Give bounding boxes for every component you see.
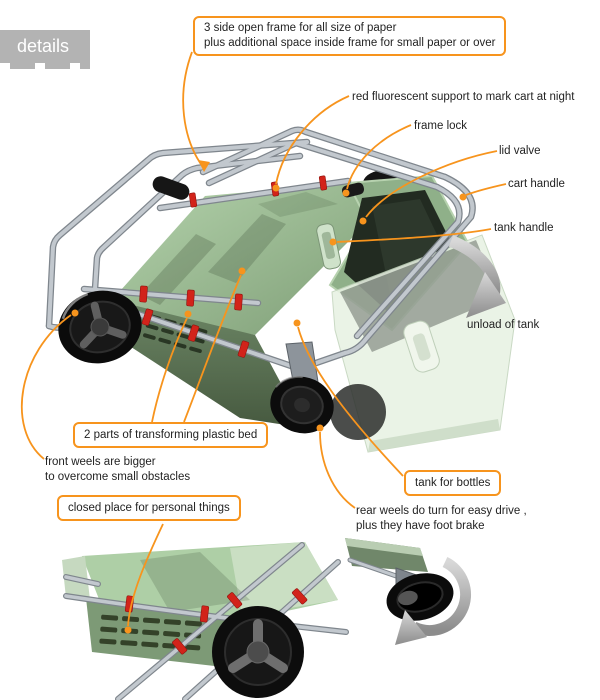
detail-inset-wheel (212, 606, 304, 698)
tank-handle-part (316, 223, 341, 270)
leader-dots (71, 160, 467, 634)
callout-rear-wheels: rear weels do turn for easy drive , plus… (356, 504, 527, 534)
details-tab: details (0, 30, 90, 63)
rotate-arrow-icon (395, 557, 471, 645)
callout-cart-handle: cart handle (508, 178, 565, 190)
callout-frame-note-line2: plus additional space inside frame for s… (204, 37, 496, 49)
callout-unload-tank: unload of tank (467, 319, 540, 331)
leader-lines (21, 51, 507, 627)
detail-inset-caster (345, 538, 471, 645)
callout-tank-handle: tank handle (494, 222, 554, 234)
callout-red-support: red fluorescent support to mark cart at … (352, 91, 575, 103)
details-tab-notch (45, 63, 70, 69)
callout-front-wheels-line2: to overcome small obstacles (45, 471, 191, 483)
callout-frame-note: 3 side open frame for all size of paper … (193, 16, 507, 56)
callout-plastic-bed: 2 parts of transforming plastic bed (73, 422, 269, 448)
front-wheel (58, 290, 142, 364)
callout-personal-storage: closed place for personal things (57, 495, 241, 521)
callout-front-wheels: front weels are bigger to overcome small… (45, 455, 190, 485)
details-tab-notch (80, 63, 90, 69)
callout-lid-valve: lid valve (499, 145, 541, 157)
callout-tank-bottles: tank for bottles (404, 470, 502, 496)
callout-frame-note-line1: 3 side open frame for all size of paper (204, 22, 397, 34)
callout-frame-lock: frame lock (414, 120, 468, 132)
detail-inset-side (62, 542, 346, 700)
unload-arrow-icon (448, 235, 506, 318)
rear-wheel (270, 341, 334, 434)
callout-front-wheels-line1: front weels are bigger (45, 456, 156, 468)
callout-rear-wheels-line1: rear weels do turn for easy drive , (356, 505, 527, 517)
callout-rear-wheels-line2: plus they have foot brake (356, 520, 485, 532)
details-tab-notch (10, 63, 35, 69)
